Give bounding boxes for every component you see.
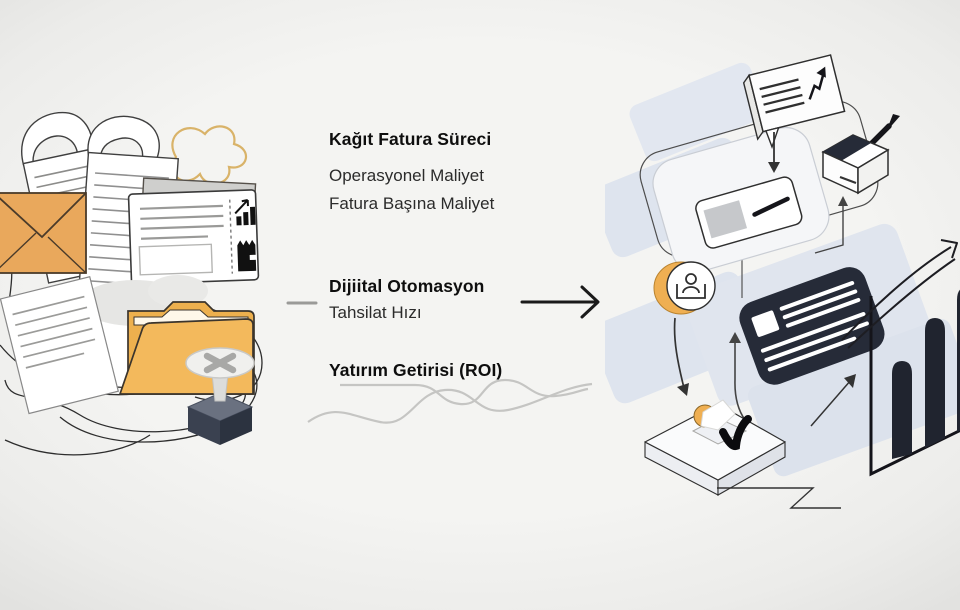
invoice-card-icon bbox=[127, 177, 260, 285]
envelope-icon bbox=[0, 192, 87, 274]
metric-cost-per-invoice: Fatura Başına Maliyet bbox=[329, 194, 495, 213]
center-connectors bbox=[286, 285, 600, 424]
digital-automation-label-group: Dijiital Otomasyon Tahsilat Hızı bbox=[329, 276, 599, 326]
user-glyph-icon bbox=[676, 273, 706, 299]
digital-automation-title: Dijiital Otomasyon bbox=[329, 276, 485, 296]
approval-platform-icon bbox=[644, 399, 786, 496]
paper-process-metrics: Operasyonel Maliyet Fatura Başına Maliye… bbox=[329, 162, 599, 218]
report-speech-bubble-icon bbox=[742, 54, 846, 149]
check-mark-icon bbox=[719, 415, 752, 451]
bubble-to-terminal-arrow bbox=[768, 132, 780, 173]
crumpled-paper-icon bbox=[700, 399, 736, 431]
card-chip-icon bbox=[751, 310, 780, 337]
metric-collection-speed: Tahsilat Hızı bbox=[329, 303, 422, 322]
digital-automation-illustration bbox=[605, 54, 960, 509]
metric-operational-cost: Operasyonel Maliyet bbox=[329, 166, 484, 185]
payment-terminal-icon bbox=[652, 126, 830, 273]
lined-page-icon bbox=[0, 275, 119, 415]
user-coin-icon bbox=[653, 261, 716, 315]
platform-to-chart-arrow bbox=[717, 374, 856, 509]
terminal-to-box-arrow bbox=[814, 196, 848, 254]
postage-stamp-icon bbox=[237, 239, 257, 272]
roi-label-group: Yatırım Getirisi (ROI) bbox=[329, 360, 599, 381]
growth-curve-arrow-icon bbox=[841, 239, 958, 349]
push-pin-icon bbox=[185, 347, 255, 445]
coin-to-platform-arrow bbox=[673, 317, 689, 396]
paper-process-title: Kağıt Fatura Süreci bbox=[329, 129, 492, 149]
paper-process-label-group: Kağıt Fatura Süreci Operasyonel Maliyet … bbox=[329, 129, 599, 218]
flow-right-arrow-icon bbox=[520, 285, 600, 319]
yellow-doodle-icon bbox=[171, 125, 247, 185]
credit-card-icon bbox=[739, 267, 885, 385]
inbox-box-with-pen-icon bbox=[821, 114, 900, 195]
growth-glyph-icon bbox=[808, 66, 826, 100]
file-folder-icon bbox=[118, 301, 255, 395]
double-wave-underline-icon bbox=[307, 378, 593, 424]
paper-invoice-illustration bbox=[0, 111, 263, 456]
rising-bar-chart-icon bbox=[869, 289, 960, 477]
mini-bar-chart-icon bbox=[234, 199, 256, 226]
x-mark-icon bbox=[203, 352, 237, 374]
roi-title: Yatırım Getirisi (ROI) bbox=[329, 360, 503, 380]
